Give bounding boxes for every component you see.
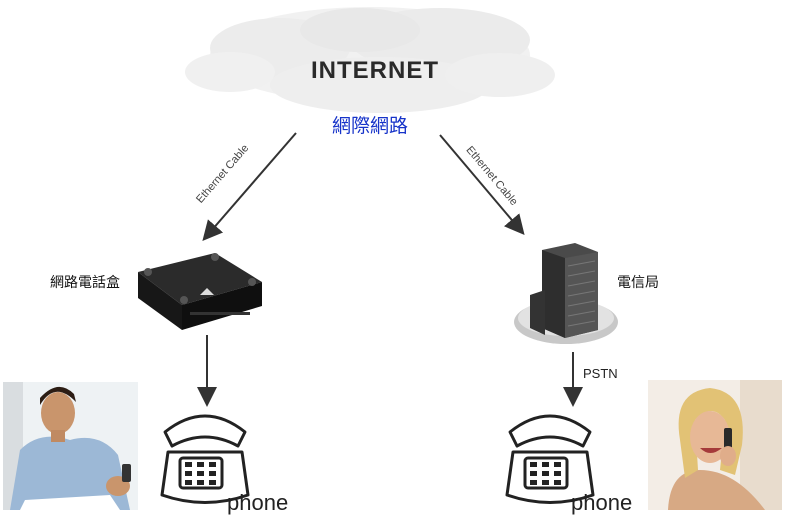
man-on-phone-photo bbox=[3, 382, 138, 510]
left-phone-label: phone bbox=[227, 490, 289, 515]
voip-box-icon bbox=[138, 253, 262, 330]
right-telephone-icon bbox=[505, 414, 595, 504]
telecom-building-icon bbox=[514, 243, 618, 344]
internet-subtitle: 網際網路 bbox=[331, 116, 408, 137]
woman-on-phone-photo bbox=[648, 380, 782, 510]
internet-title: INTERNET bbox=[311, 57, 439, 84]
right-phone-label: phone bbox=[571, 490, 633, 515]
telecom-label: 電信局 bbox=[617, 274, 659, 290]
voip-box-label: 網路電話盒 bbox=[50, 274, 120, 290]
pstn-label: PSTN bbox=[583, 366, 618, 381]
left-ethernet-arrow bbox=[202, 132, 297, 242]
left-telephone-icon bbox=[160, 414, 250, 504]
right-ethernet-arrow bbox=[439, 134, 525, 236]
internet-cloud-icon bbox=[185, 7, 555, 113]
